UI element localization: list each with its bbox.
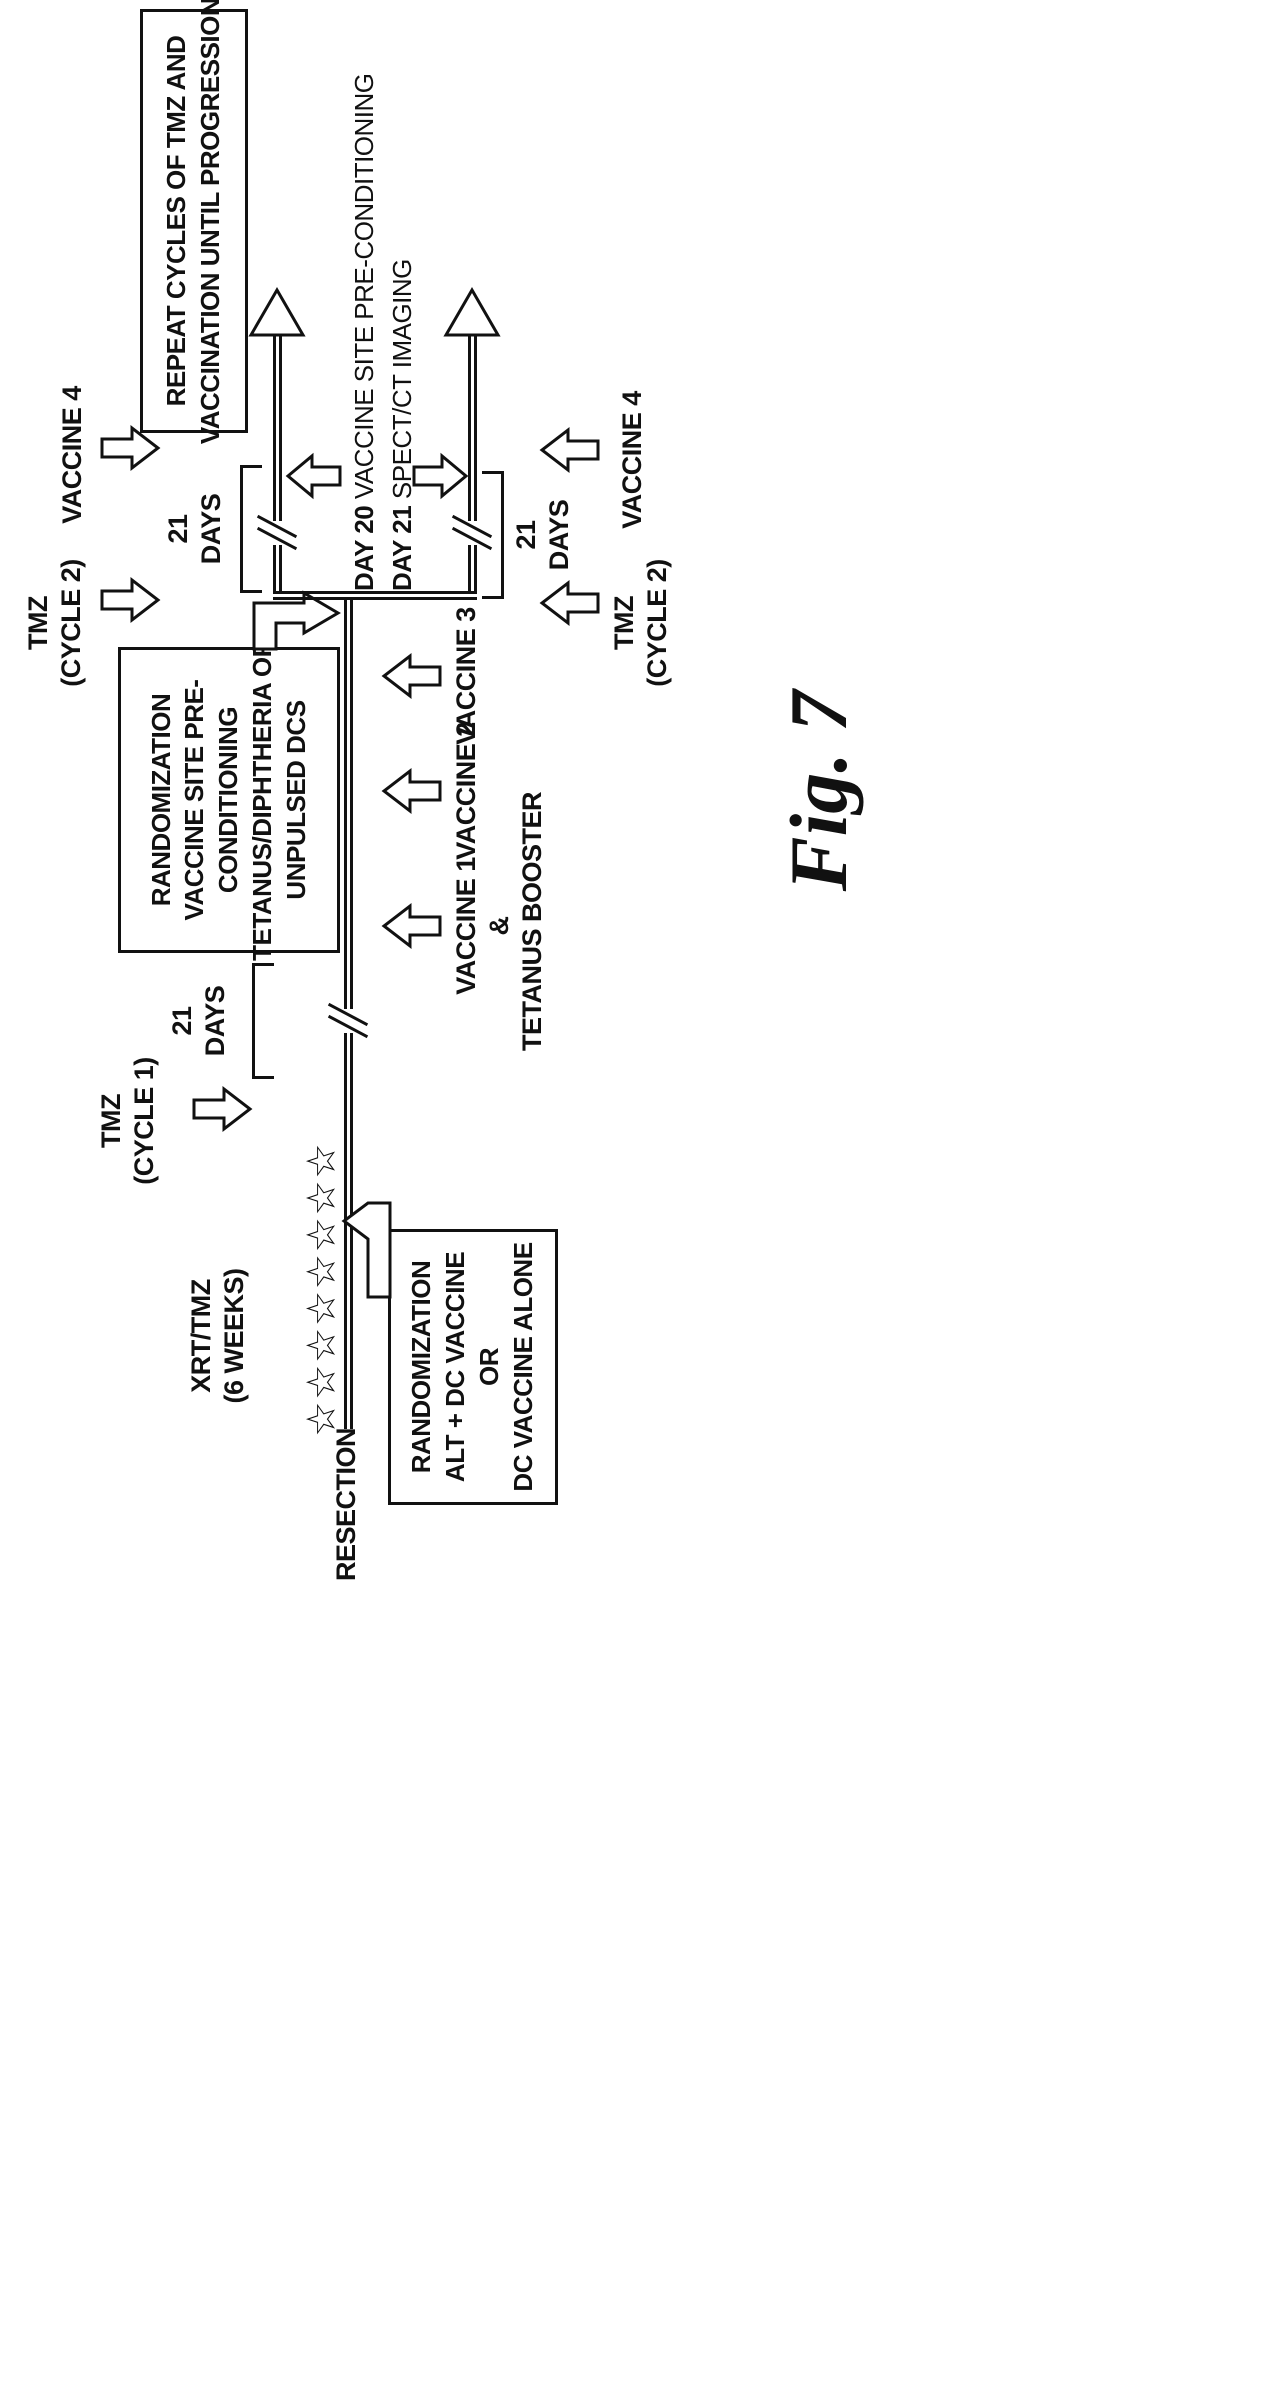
lower-branch-arrowhead-icon [443,287,501,337]
interval-21days-label: 21 DAYS [166,961,232,1081]
repeat-cycles-line: VACCINATION UNTIL PROGRESSION [195,0,225,445]
vaccine1-label-line: & [483,916,514,936]
radiation-star-icon: ☆ [299,1216,345,1253]
cycle-annotation-line1: DAY 20 VACCINE SITE PRE-CONDITIONING [346,73,384,591]
lower-tmz-cycle2-line: (CYCLE 2) [641,559,672,687]
tmz-cycle1-label-line: TMZ [96,1094,126,1148]
cycle-annotation-down-arrow-icon [412,452,469,500]
vaccine1-arrow-icon [381,902,442,950]
upper-branch-line [273,333,282,591]
preconditioning-bent-arrow-icon [252,590,341,651]
upper-branch-arrowhead-icon [248,287,306,337]
preconditioning-box-line: UNPULSED DCS [280,700,311,900]
upper-interval-line: 21 [163,514,193,544]
interval-21days-bracket [252,963,274,1079]
randomization-arm-bent-arrow-icon [341,1201,392,1299]
lower-tmz-cycle2-label: TMZ (CYCLE 2) [608,538,674,708]
radiation-star-icon: ☆ [299,1401,345,1437]
radiation-star-icon: ☆ [299,1179,345,1216]
vaccine2-arrow-icon [381,767,442,815]
upper-branch-break-icon [255,514,299,551]
randomization-arm-box: RANDOMIZATION ALT + DC VACCINE OR DC VAC… [388,1229,558,1505]
cycle-annotation-day20: DAY 20 [349,505,379,591]
repeat-cycles-line: REPEAT CYCLES OF TMZ AND [161,35,192,407]
cycle-annotation-day21: DAY 21 [386,505,417,591]
lower-tmz-cycle2-line: TMZ [609,596,639,650]
radiation-burst-row: ☆☆☆☆☆☆☆☆ [299,1142,345,1437]
randomization-arm-box-line: DC VACCINE ALONE [507,1242,538,1492]
vaccine1-label-line: TETANUS BOOSTER [516,791,547,1051]
upper-interval-21days-label: 21 DAYS [162,469,228,589]
upper-tmz-cycle2-arrow-icon [100,576,161,624]
preconditioning-box: RANDOMIZATION VACCINE SITE PRE- CONDITIO… [118,639,340,961]
lower-tmz-cycle2-arrow-icon [539,579,600,627]
radiation-star-icon: ☆ [299,1143,345,1179]
vaccine3-arrow-icon [381,652,442,700]
upper-vaccine4-arrow-icon [100,424,161,472]
radiation-star-icon: ☆ [299,1327,345,1364]
xrt-tmz-label-line: XRT/TMZ [186,1279,216,1393]
radiation-star-icon: ☆ [299,1253,345,1290]
radiation-star-icon: ☆ [299,1364,345,1401]
upper-interval-line: DAYS [195,493,226,565]
lower-interval-line: 21 [511,520,541,550]
resection-label: RESECTION [331,1427,361,1581]
radiation-star-icon: ☆ [299,1290,345,1327]
cycle-annotation-up-arrow-icon [285,452,342,500]
upper-vaccine4-label: VACCINE 4 [57,386,87,524]
vaccine3-label: VACCINE 3 [451,607,481,745]
lower-interval-line: DAYS [543,499,574,571]
xrt-tmz-label-line: (6 WEEKS) [218,1268,249,1404]
lower-branch-break-icon [450,514,494,551]
tmz-cycle1-label-line: (CYCLE 1) [128,1057,159,1185]
randomization-arm-box-line: ALT + DC VACCINE [440,1251,471,1483]
lower-branch-line [468,333,477,591]
randomization-arm-box-line: OR [474,1348,504,1386]
preconditioning-box-line: VACCINE SITE PRE- [179,679,210,921]
tmz-cycle1-arrow-icon [192,1085,253,1133]
lower-interval-21days-label: 21 DAYS [510,475,576,595]
preconditioning-box-line: CONDITIONING [213,706,244,894]
upper-tmz-cycle2-label: TMZ (CYCLE 2) [22,538,88,708]
preconditioning-box-title: RANDOMIZATION [145,693,176,907]
interval-21days-line: 21 [167,1006,197,1036]
cycle-annotation-line2: DAY 21 SPECT/CT IMAGING [384,91,422,591]
figure-label: Fig. 7 [773,690,864,892]
lower-vaccine4-label: VACCINE 4 [617,391,647,529]
preconditioning-box-line: TETANUS/DIPHTHERIA OR [246,639,277,961]
branch-split-connector [273,591,477,600]
randomization-arm-box-title: RANDOMIZATION [406,1260,437,1474]
upper-tmz-cycle2-line: (CYCLE 2) [55,559,86,687]
repeat-cycles-box: REPEAT CYCLES OF TMZ AND VACCINATION UNT… [140,0,248,444]
timeline-break-icon [326,1002,370,1039]
interval-21days-line: DAYS [199,985,230,1057]
tmz-cycle1-label: TMZ (CYCLE 1) [95,1021,161,1221]
cycle-annotation: DAY 20 VACCINE SITE PRE-CONDITIONING DAY… [346,73,422,591]
lower-vaccine4-arrow-icon [539,426,600,474]
xrt-tmz-label: XRT/TMZ (6 WEEKS) [185,1216,251,1456]
upper-tmz-cycle2-line: TMZ [23,596,53,650]
cycle-annotation-line1-text: VACCINE SITE PRE-CONDITIONING [349,73,379,506]
